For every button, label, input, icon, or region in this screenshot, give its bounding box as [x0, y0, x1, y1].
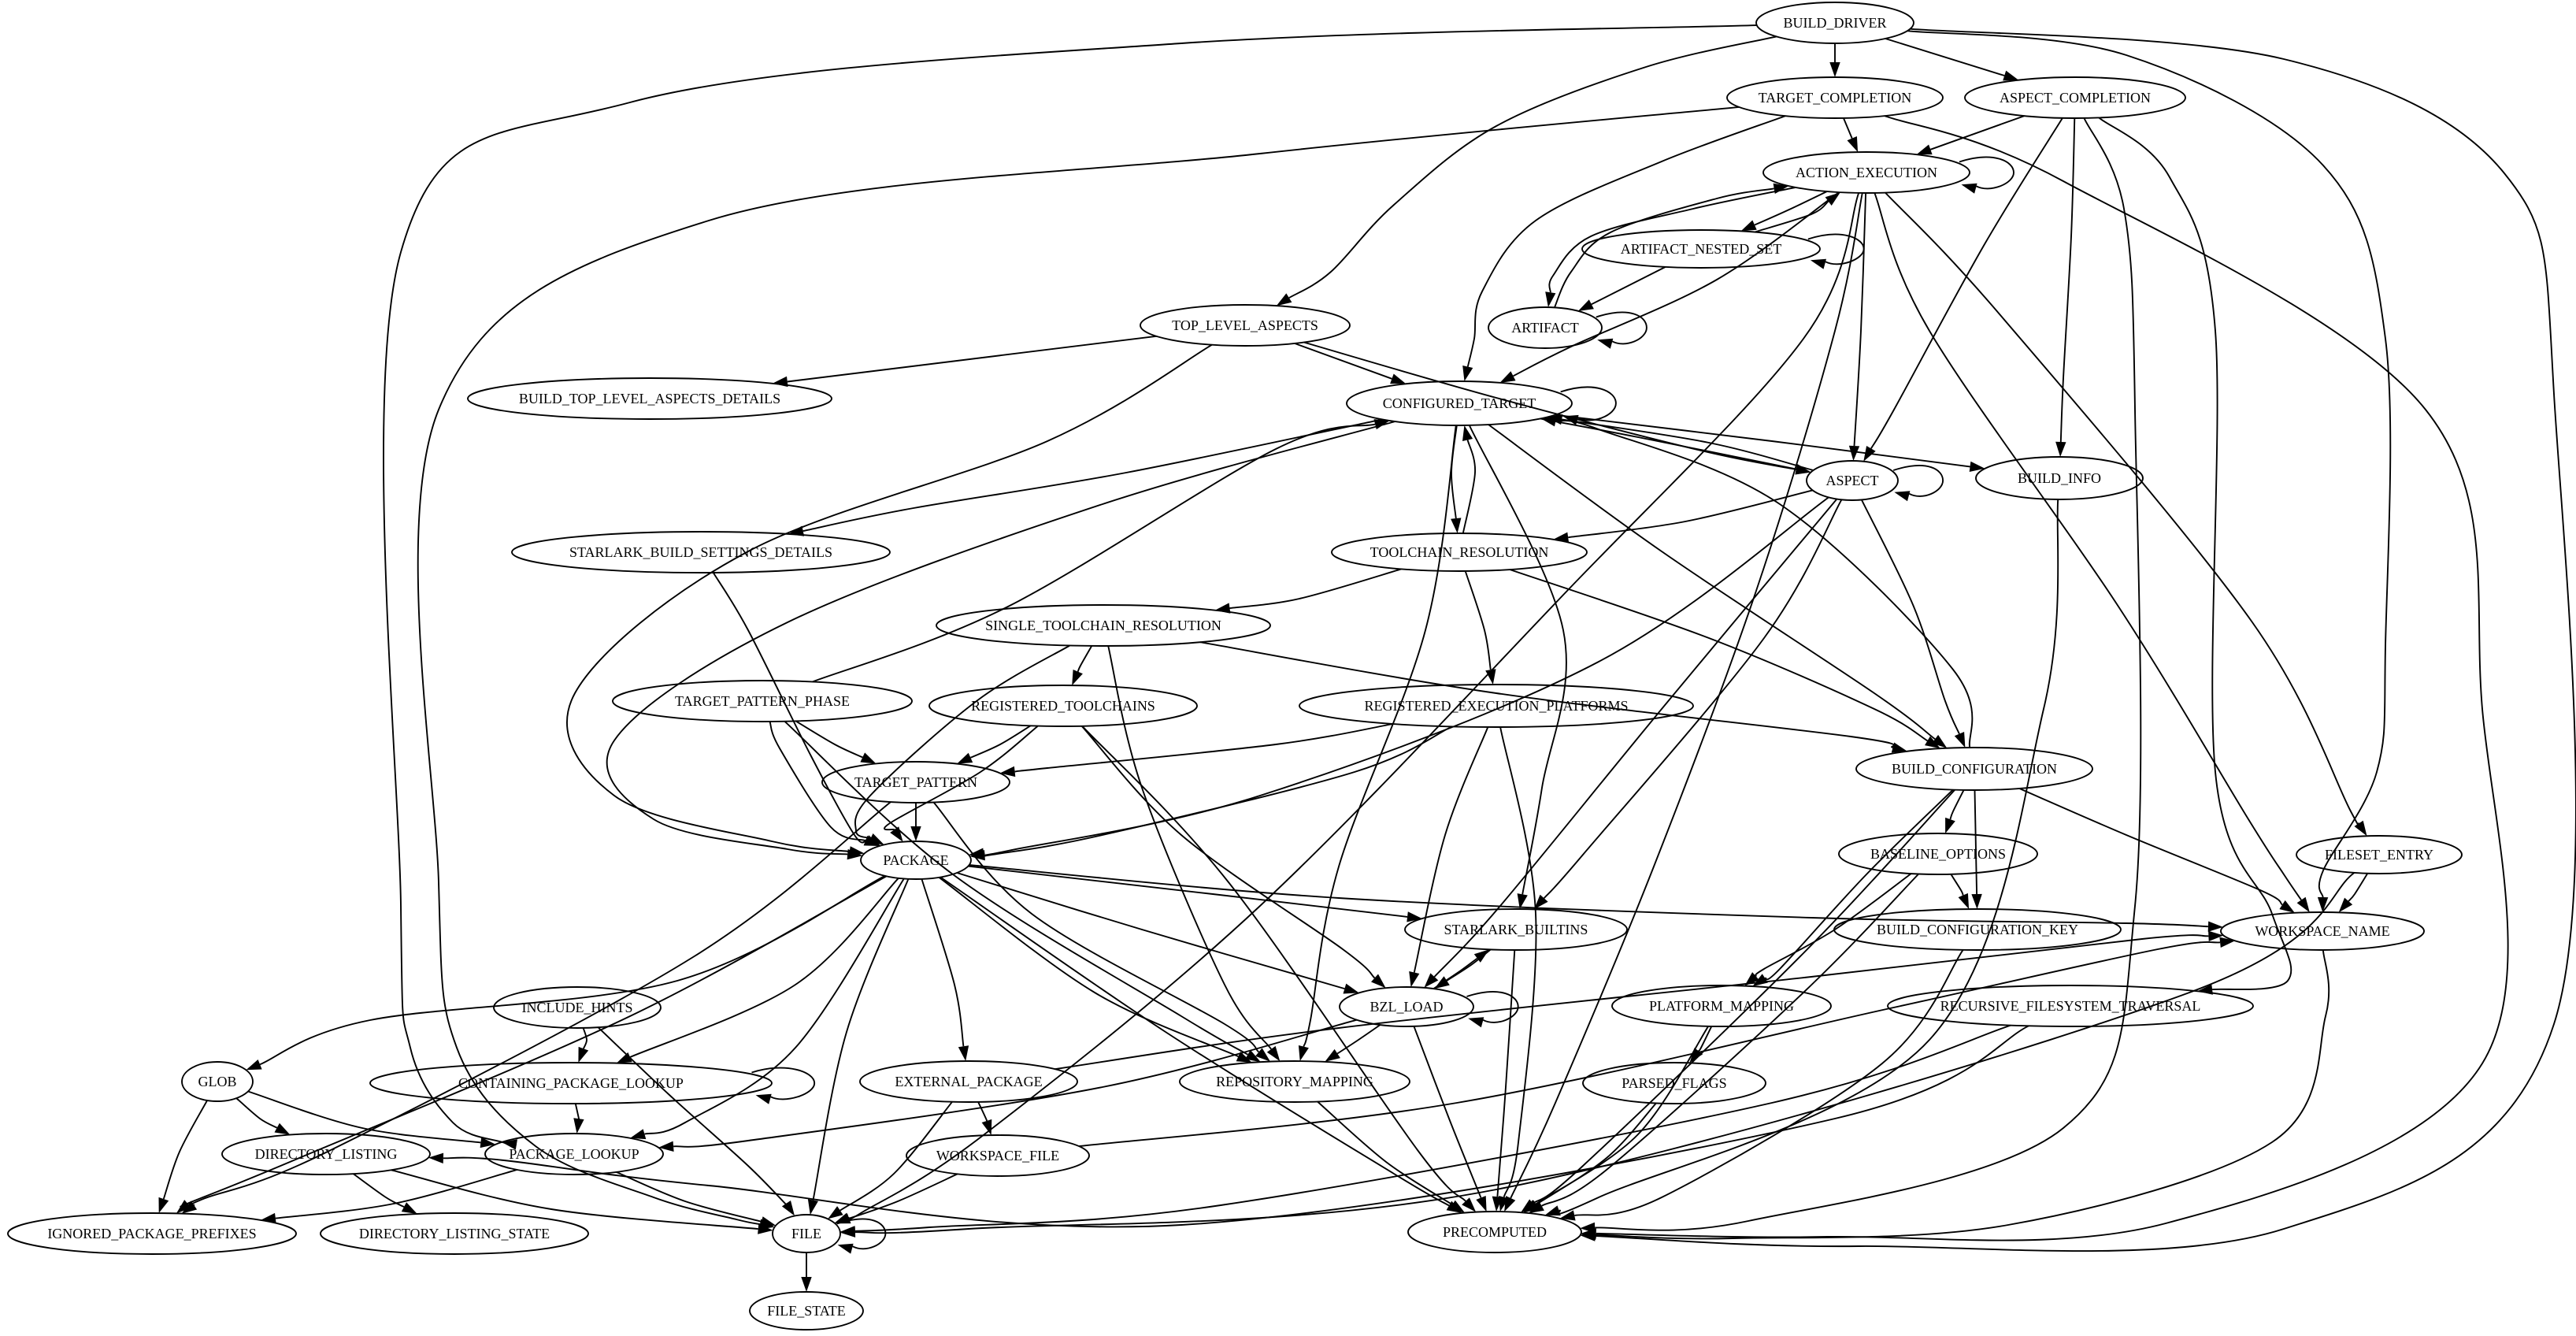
svg-text:BZL_LOAD: BZL_LOAD	[1370, 999, 1444, 1015]
svg-text:GLOB: GLOB	[198, 1074, 237, 1089]
svg-text:IGNORED_PACKAGE_PREFIXES: IGNORED_PACKAGE_PREFIXES	[47, 1226, 256, 1241]
svg-text:BUILD_TOP_LEVEL_ASPECTS_DETAIL: BUILD_TOP_LEVEL_ASPECTS_DETAILS	[519, 391, 780, 406]
svg-text:FILESET_ENTRY: FILESET_ENTRY	[2325, 847, 2433, 863]
svg-text:ACTION_EXECUTION: ACTION_EXECUTION	[1796, 165, 1937, 180]
svg-text:WORKSPACE_NAME: WORKSPACE_NAME	[2255, 923, 2389, 939]
svg-text:INCLUDE_HINTS: INCLUDE_HINTS	[522, 1000, 633, 1015]
svg-text:CONFIGURED_TARGET: CONFIGURED_TARGET	[1383, 395, 1536, 411]
svg-text:TARGET_PATTERN_PHASE: TARGET_PATTERN_PHASE	[675, 693, 850, 709]
svg-text:TOP_LEVEL_ASPECTS: TOP_LEVEL_ASPECTS	[1172, 317, 1318, 333]
svg-text:TOOLCHAIN_RESOLUTION: TOOLCHAIN_RESOLUTION	[1370, 544, 1549, 560]
svg-text:DIRECTORY_LISTING: DIRECTORY_LISTING	[255, 1146, 398, 1162]
svg-text:STARLARK_BUILD_SETTINGS_DETAIL: STARLARK_BUILD_SETTINGS_DETAILS	[569, 544, 832, 560]
svg-text:RECURSIVE_FILESYSTEM_TRAVERSAL: RECURSIVE_FILESYSTEM_TRAVERSAL	[1940, 998, 2201, 1014]
svg-text:TARGET_PATTERN: TARGET_PATTERN	[854, 774, 977, 790]
svg-text:REGISTERED_TOOLCHAINS: REGISTERED_TOOLCHAINS	[971, 698, 1155, 714]
svg-text:REGISTERED_EXECUTION_PLATFORMS: REGISTERED_EXECUTION_PLATFORMS	[1364, 698, 1628, 714]
svg-text:WORKSPACE_FILE: WORKSPACE_FILE	[936, 1148, 1059, 1163]
svg-text:EXTERNAL_PACKAGE: EXTERNAL_PACKAGE	[895, 1074, 1042, 1089]
svg-text:DIRECTORY_LISTING_STATE: DIRECTORY_LISTING_STATE	[359, 1226, 550, 1241]
svg-text:ASPECT: ASPECT	[1825, 473, 1878, 488]
svg-text:REPOSITORY_MAPPING: REPOSITORY_MAPPING	[1216, 1074, 1373, 1089]
svg-text:PARSED_FLAGS: PARSED_FLAGS	[1622, 1075, 1726, 1091]
svg-text:PLATFORM_MAPPING: PLATFORM_MAPPING	[1649, 998, 1794, 1014]
svg-text:STARLARK_BUILTINS: STARLARK_BUILTINS	[1444, 922, 1588, 937]
svg-text:SINGLE_TOOLCHAIN_RESOLUTION: SINGLE_TOOLCHAIN_RESOLUTION	[985, 618, 1221, 633]
svg-text:PRECOMPUTED: PRECOMPUTED	[1443, 1224, 1547, 1240]
svg-text:FILE: FILE	[791, 1226, 821, 1241]
svg-text:PACKAGE_LOOKUP: PACKAGE_LOOKUP	[509, 1146, 639, 1162]
svg-text:TARGET_COMPLETION: TARGET_COMPLETION	[1759, 90, 1912, 106]
svg-text:ARTIFACT: ARTIFACT	[1511, 320, 1579, 336]
svg-text:BASELINE_OPTIONS: BASELINE_OPTIONS	[1870, 846, 2006, 862]
svg-text:CONTAINING_PACKAGE_LOOKUP: CONTAINING_PACKAGE_LOOKUP	[458, 1075, 684, 1091]
svg-text:BUILD_DRIVER: BUILD_DRIVER	[1784, 15, 1887, 31]
svg-text:ASPECT_COMPLETION: ASPECT_COMPLETION	[2000, 90, 2151, 106]
svg-text:BUILD_CONFIGURATION: BUILD_CONFIGURATION	[1892, 761, 2057, 777]
svg-text:ARTIFACT_NESTED_SET: ARTIFACT_NESTED_SET	[1621, 241, 1782, 257]
svg-text:FILE_STATE: FILE_STATE	[767, 1303, 846, 1319]
svg-text:PACKAGE: PACKAGE	[883, 852, 948, 868]
svg-text:BUILD_INFO: BUILD_INFO	[2018, 470, 2101, 486]
svg-text:BUILD_CONFIGURATION_KEY: BUILD_CONFIGURATION_KEY	[1877, 922, 2078, 937]
